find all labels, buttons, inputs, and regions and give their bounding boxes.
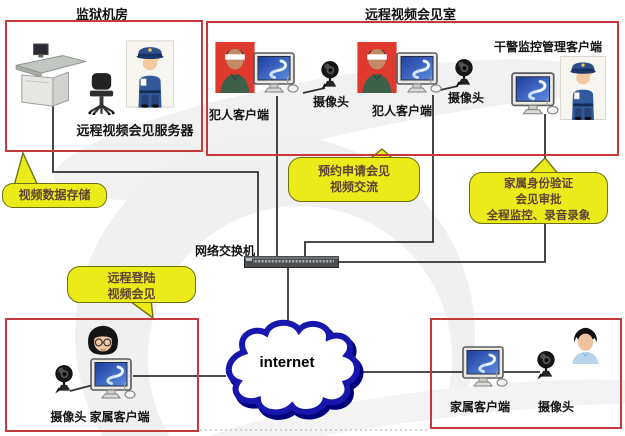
family-left-camera-label: 摄像头 bbox=[50, 410, 87, 424]
server-room-title: 监狱机房 bbox=[75, 7, 128, 22]
callout-reservation: 预约申请会见 视频交流 bbox=[288, 157, 420, 202]
callout-verification: 家属身份验证 会见审批 全程监控、录音录象 bbox=[469, 172, 608, 224]
meeting-room-title: 远程视频会见室 bbox=[364, 7, 456, 22]
family-right-camera-label: 摄像头 bbox=[537, 400, 574, 414]
police-officer-2-icon bbox=[560, 56, 606, 120]
server-console-icon bbox=[12, 42, 90, 108]
callout-login-line1: 远程登陆 bbox=[107, 271, 156, 285]
callout-storage: 视频数据存储 bbox=[2, 183, 107, 208]
callout-verification-line3: 全程监控、录音录象 bbox=[486, 210, 591, 222]
police-client-label: 干警监控管理客户端 bbox=[493, 40, 602, 54]
network-switch-icon bbox=[244, 256, 339, 268]
family-man-avatar bbox=[570, 326, 601, 364]
switch-label: 网络交换机 bbox=[194, 244, 255, 258]
callout-reservation-line1: 预约申请会见 bbox=[317, 164, 390, 178]
prisoner-computer-2-icon bbox=[396, 52, 444, 96]
callout-verification-line2: 会见审批 bbox=[515, 194, 562, 206]
callout-login-line2: 视频会见 bbox=[107, 287, 156, 301]
police-computer-icon bbox=[511, 72, 561, 118]
callout-reservation-line2: 视频交流 bbox=[329, 180, 378, 194]
prisoner-client-1-label: 犯人客户端 bbox=[208, 108, 269, 122]
camera-2-label: 摄像头 bbox=[447, 91, 484, 105]
police-officer-icon bbox=[126, 40, 174, 108]
family-right-client-label: 家属客户端 bbox=[449, 400, 510, 414]
server-label: 远程视频会见服务器 bbox=[76, 123, 194, 138]
camera-1-label: 摄像头 bbox=[312, 95, 349, 109]
family-left-client-label: 家属客户端 bbox=[89, 410, 150, 424]
family-left-labels: 摄像头 家属客户端 bbox=[30, 408, 170, 425]
family-left-webcam-icon bbox=[52, 364, 76, 395]
prisoner-computer-1-icon bbox=[253, 52, 301, 96]
internet-cloud bbox=[226, 319, 364, 420]
callout-storage-text: 视频数据存储 bbox=[18, 188, 91, 202]
prisoner-photo-2 bbox=[357, 42, 397, 93]
family-left-computer-icon bbox=[90, 358, 138, 402]
family-room-left-box bbox=[5, 318, 199, 432]
prisoner-client-2-label: 犯人客户端 bbox=[371, 104, 432, 118]
office-chair-icon bbox=[85, 72, 118, 115]
family-right-webcam-icon bbox=[534, 350, 558, 381]
prisoner-photo-1 bbox=[215, 42, 255, 93]
webcam-2-icon bbox=[452, 58, 476, 89]
callout-login: 远程登陆 视频会见 bbox=[67, 266, 196, 303]
family-woman-avatar bbox=[84, 323, 122, 359]
family-room-right-box bbox=[430, 318, 622, 429]
meeting-room-box bbox=[206, 21, 619, 156]
family-right-computer-icon bbox=[462, 346, 510, 390]
webcam-1-icon bbox=[318, 60, 342, 91]
server-room-box bbox=[5, 20, 203, 152]
internet-label: internet bbox=[259, 354, 315, 371]
callout-verification-line1: 家属身份验证 bbox=[504, 178, 573, 190]
